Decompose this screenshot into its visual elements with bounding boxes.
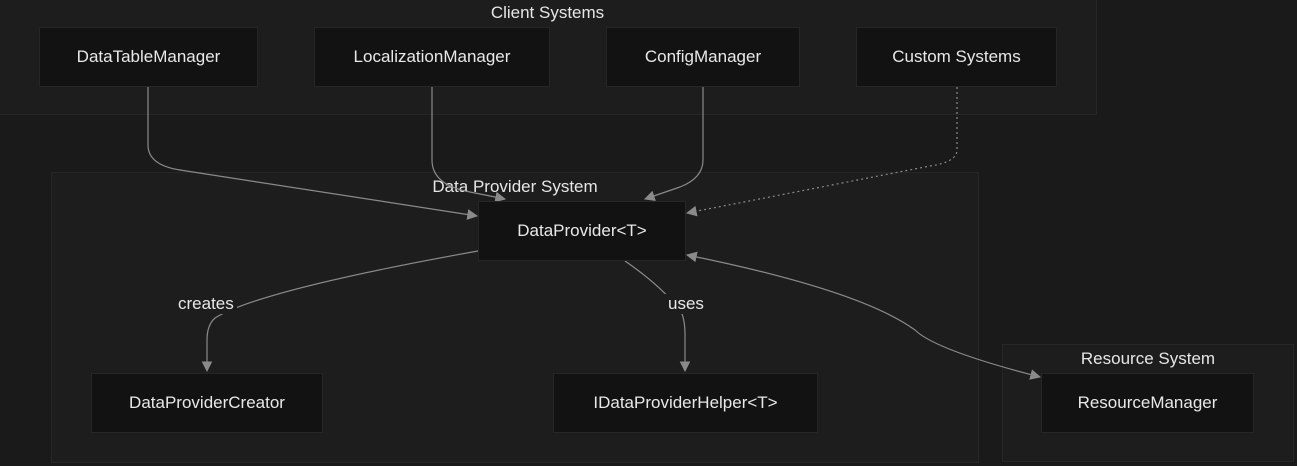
node-idataprovider-helper[interactable]: IDataProviderHelper<T> [553,373,818,433]
edge-localization-to-dataprovider [431,87,507,203]
node-custom-systems[interactable]: Custom Systems [856,27,1057,87]
data-provider-system-title: Data Provider System [432,177,598,196]
node-resource-manager[interactable]: ResourceManager [1041,373,1254,433]
edge-dataprovider-resourcemanager [685,251,1042,380]
node-dataprovider-creator[interactable]: DataProviderCreator [91,373,323,433]
node-datatable-manager[interactable]: DataTableManager [39,27,258,87]
client-systems-title: Client Systems [490,3,605,22]
node-dataprovider[interactable]: DataProvider<T> [478,201,686,261]
edge-label-uses: uses [665,294,707,314]
edge-custom-to-dataprovider [685,87,958,217]
node-localization-manager[interactable]: LocalizationManager [314,27,550,87]
resource-system-title: Resource System [1080,349,1216,368]
edge-dataprovider-to-helper [624,260,691,373]
edge-label-creates: creates [175,294,237,314]
edge-config-to-dataprovider [643,87,704,201]
edge-dataprovider-to-creator [201,250,479,373]
node-config-manager[interactable]: ConfigManager [606,27,800,87]
edge-datatable-to-dataprovider [147,87,479,220]
